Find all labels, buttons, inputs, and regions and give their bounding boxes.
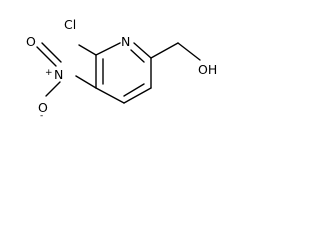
nitro-nitrogen-label: N <box>54 67 63 82</box>
bond-nitro-o-top <box>36 46 57 67</box>
bond-c4-c3 <box>95 87 125 104</box>
bond-c6-ch2 <box>150 42 179 59</box>
bond-nitro-o-top-inner <box>41 42 62 63</box>
bond-c5-c4 <box>123 87 152 104</box>
nitro-oxygen-bottom-label: O <box>38 100 48 115</box>
nitro-oxygen-top-label: O <box>26 34 36 49</box>
hydroxyl-label: OH <box>198 62 217 77</box>
bond-c2-n1 <box>95 42 121 56</box>
chlorine-label: Cl <box>64 17 76 32</box>
bond-n1-c6 <box>133 42 152 59</box>
bond-ch2-o <box>177 42 201 61</box>
nitro-oxygen-charge: - <box>40 111 43 120</box>
bond-c5-c4-inner <box>123 83 145 97</box>
structure-diagram: Cl N N + O O - OH <box>0 0 229 120</box>
ring-nitrogen-label: N <box>121 34 130 49</box>
bond-nitro-o-bottom <box>45 81 61 97</box>
molecule-drawing: Cl N N + O O - OH <box>26 17 217 120</box>
nitro-nitrogen-charge: + <box>45 68 53 78</box>
bond-c2-cl <box>78 44 97 56</box>
bond-n1-c6-inner <box>130 49 145 63</box>
bond-c3-nitro <box>75 75 97 89</box>
